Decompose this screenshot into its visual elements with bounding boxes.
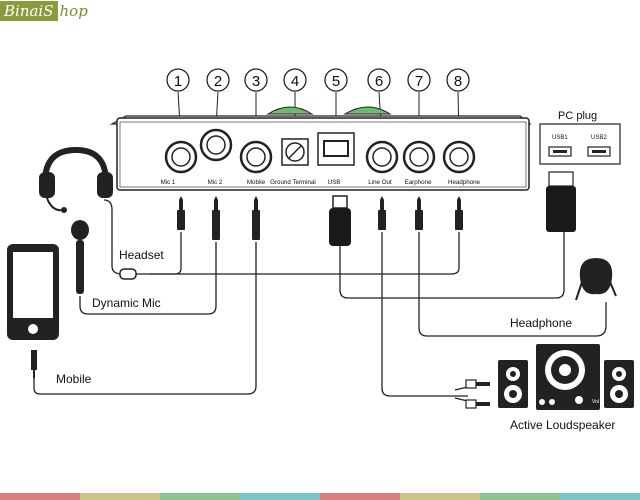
logo-part-2: hop xyxy=(59,2,88,20)
dynamic-mic-label: Dynamic Mic xyxy=(92,296,161,310)
audio-plug xyxy=(415,196,423,230)
cable-lineout xyxy=(381,232,468,397)
loudspeaker-label: Active Loudspeaker xyxy=(510,418,615,432)
mobile-phone-icon xyxy=(7,244,59,378)
speakers-icon: Vol xyxy=(465,344,634,410)
port-number-text: 7 xyxy=(415,73,423,90)
port-1-socket: Mic 1 xyxy=(161,140,198,186)
cable-usb xyxy=(339,232,565,299)
brand-logo: BinaiS hop xyxy=(0,0,88,22)
port-1-label: Mic 1 xyxy=(161,179,176,186)
port-4-socket: Ground Terminal xyxy=(270,138,316,186)
port-number-text: 6 xyxy=(375,73,383,90)
bottom-color-bar xyxy=(0,493,640,500)
port-7-label: Earphone xyxy=(405,179,432,186)
headset-icon xyxy=(39,146,137,280)
bar-segment xyxy=(320,493,400,500)
audio-plug xyxy=(378,196,386,230)
audio-plug xyxy=(177,196,185,230)
port-5-label: USB xyxy=(328,179,341,186)
audio-plug xyxy=(252,196,260,240)
cable-mobile xyxy=(33,242,257,395)
bar-segment xyxy=(0,493,80,500)
bar-segment xyxy=(560,493,640,500)
port-6-socket: Line Out xyxy=(365,140,399,186)
microphone-icon xyxy=(71,220,89,294)
cable-headphone xyxy=(150,232,460,275)
port-5-socket: USB xyxy=(317,132,355,186)
cable-headset xyxy=(103,199,182,275)
port-8-label: Headphone xyxy=(448,179,481,186)
port-6-label: Line Out xyxy=(368,179,392,186)
cable-earphone xyxy=(418,232,607,337)
audio-plug xyxy=(455,196,463,230)
port-3-label: Mobile xyxy=(247,179,266,186)
bar-segment xyxy=(80,493,160,500)
vol-label: Vol xyxy=(592,399,599,405)
earphones-icon xyxy=(575,258,617,301)
mobile-label: Mobile xyxy=(56,372,92,386)
port-4-label: Ground Terminal xyxy=(270,179,316,186)
audio-plug xyxy=(212,196,220,240)
usb2-label: USB2 xyxy=(591,135,607,141)
pc-plug-title: PC plug xyxy=(558,110,597,122)
port-number-text: 2 xyxy=(214,73,222,90)
port-8-socket: Headphone xyxy=(442,140,481,186)
port-3-socket: Mobile xyxy=(239,140,273,186)
bar-segment xyxy=(240,493,320,500)
bar-segment xyxy=(400,493,480,500)
usb1-label: USB1 xyxy=(552,135,568,141)
headphone-label: Headphone xyxy=(510,316,572,330)
usb-plug xyxy=(329,195,351,246)
port-2-socket: Mic 2 xyxy=(199,128,233,186)
bar-segment xyxy=(480,493,560,500)
port-7-socket: Earphone xyxy=(402,140,436,186)
port-number-text: 1 xyxy=(174,73,182,90)
port-number-text: 5 xyxy=(332,73,340,90)
port-number-text: 4 xyxy=(291,73,299,90)
port-2-label: Mic 2 xyxy=(208,179,223,186)
port-panel: Mic 1 Mic 2 Mobile Ground Terminal USB Line O… xyxy=(161,128,481,186)
port-number-text: 3 xyxy=(252,73,260,90)
cable-mic xyxy=(79,242,217,315)
bar-segment xyxy=(160,493,240,500)
plugs xyxy=(177,195,463,246)
pc-plug xyxy=(539,123,621,232)
headset-label: Headset xyxy=(119,248,164,262)
port-number-text: 8 xyxy=(454,73,462,90)
logo-part-1: BinaiS xyxy=(0,1,58,21)
